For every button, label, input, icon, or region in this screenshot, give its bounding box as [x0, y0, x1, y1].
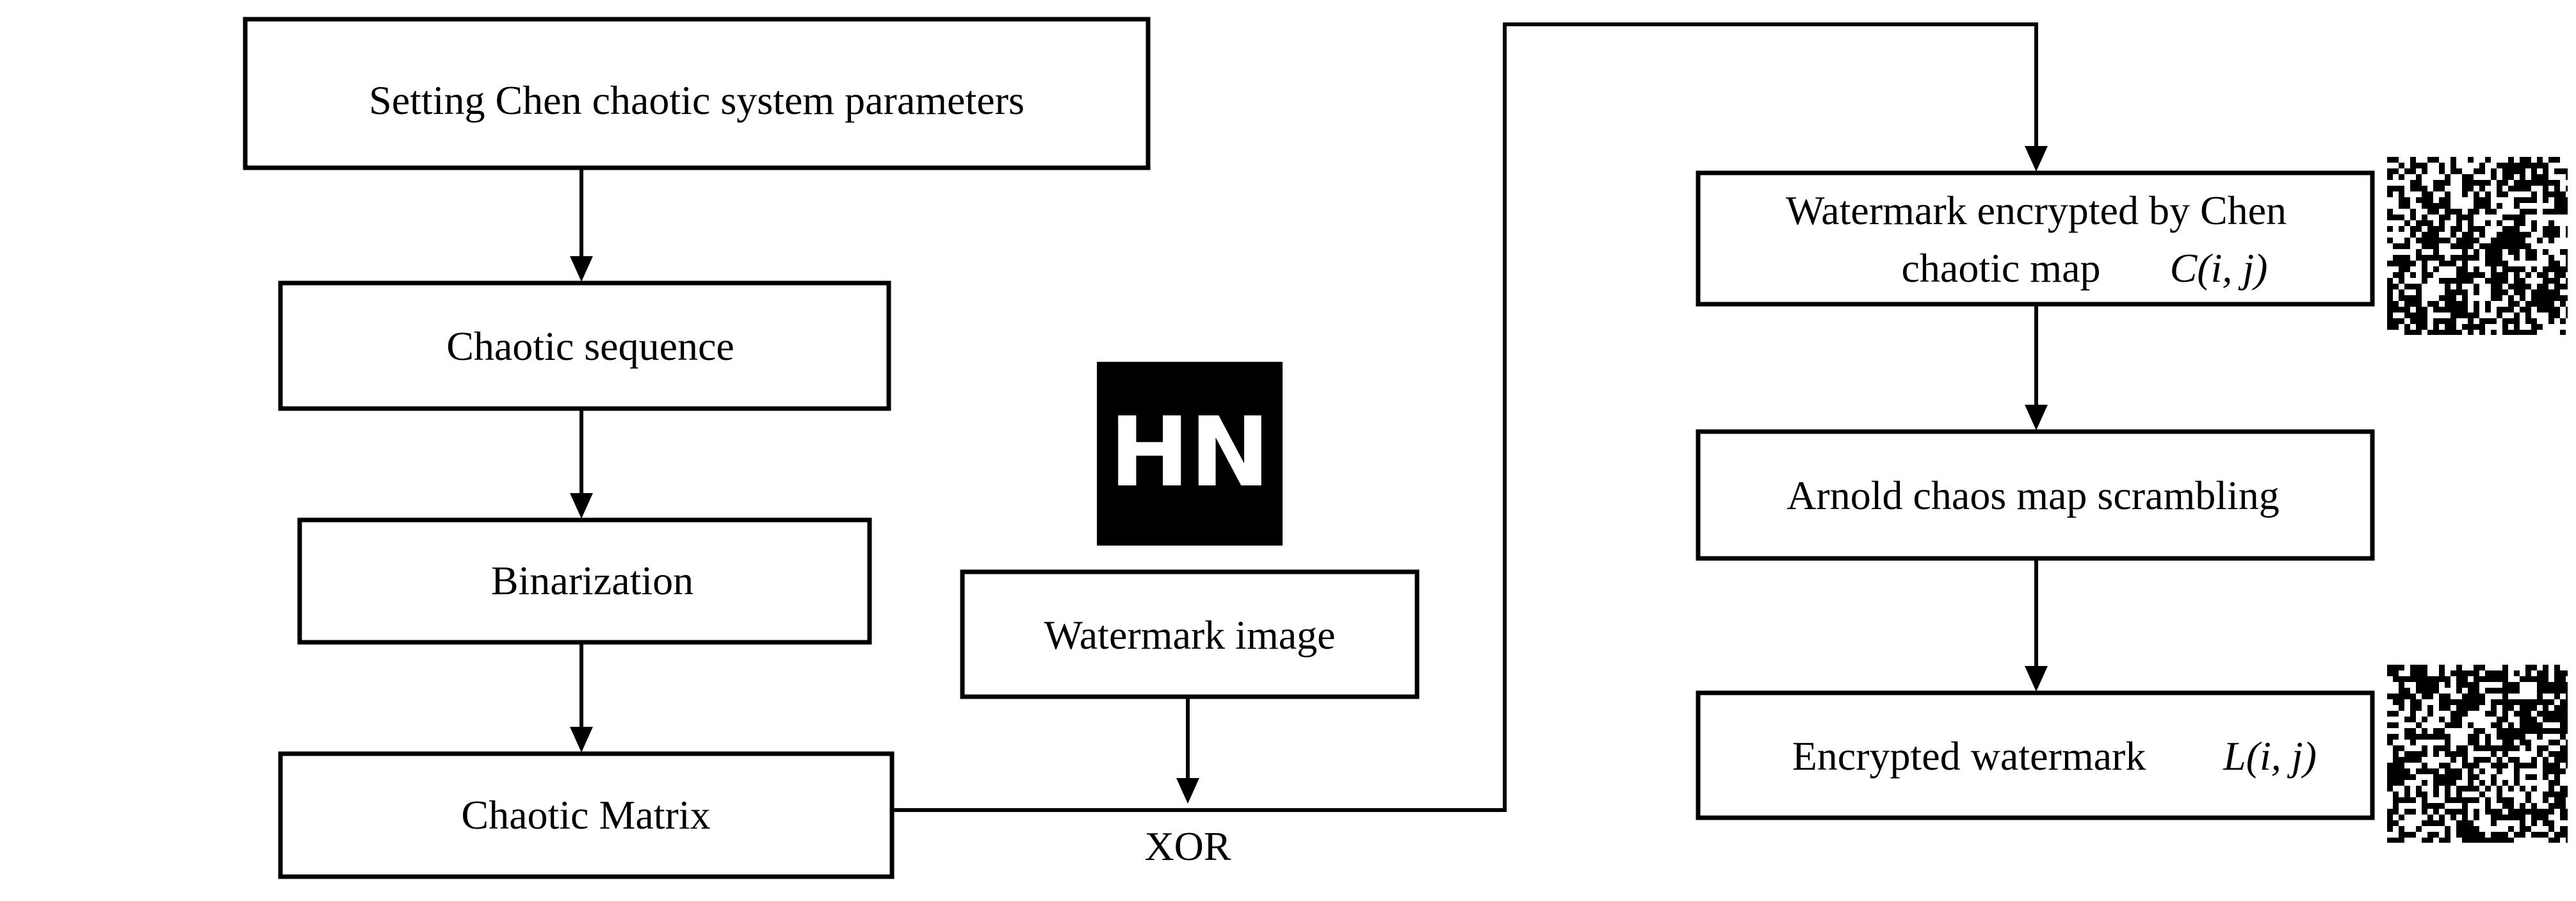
- box-watermark-image-label: Watermark image: [1044, 612, 1335, 658]
- box-binarization: Binarization: [297, 517, 872, 645]
- box-chen-encryption-symbol: C(i, j): [2170, 245, 2268, 291]
- box-chaotic-sequence-label: Chaotic sequence: [446, 323, 734, 369]
- box-watermark-image: Watermark image: [960, 569, 1420, 699]
- box-chaotic-sequence: Chaotic sequence: [278, 280, 891, 411]
- box-arnold-scrambling-label: Arnold chaos map scrambling: [1786, 473, 2280, 518]
- arrowhead-xor: [1176, 778, 1199, 804]
- box-encrypted-watermark: Encrypted watermark L(i, j): [1696, 690, 2375, 820]
- box-encrypted-watermark-label: Encrypted watermark: [1792, 733, 2146, 779]
- arrowhead-encryption: [2025, 146, 2048, 172]
- box-setting-parameters: Setting Chen chaotic system parameters: [243, 17, 1151, 170]
- arrowhead-arnold: [2025, 405, 2048, 430]
- box-arnold-scrambling: Arnold chaos map scrambling: [1696, 429, 2375, 561]
- box-chen-encryption-line2: chaotic map: [1902, 245, 2101, 291]
- watermark-image-text: HN: [1109, 397, 1270, 508]
- box-chaotic-matrix: Chaotic Matrix: [278, 751, 895, 879]
- arrowhead-final: [2025, 666, 2048, 692]
- arrowhead-binarization: [570, 493, 593, 519]
- encrypted-noise-image-1: [2387, 157, 2572, 336]
- box-binarization-label: Binarization: [491, 558, 693, 603]
- line-xor-to-encryption: [892, 22, 2038, 812]
- box-chen-encryption-line1: Watermark encrypted by Chen: [1786, 188, 2287, 233]
- xor-label: XOR: [1144, 824, 1231, 869]
- box-encrypted-watermark-symbol: L(i, j): [2223, 733, 2317, 779]
- arrowhead-sequence: [570, 256, 593, 282]
- box-chaotic-matrix-label: Chaotic Matrix: [461, 792, 710, 838]
- watermark-image-thumbnail: HN: [1097, 362, 1283, 546]
- connectors: [570, 22, 2048, 812]
- encrypted-noise-image-2: [2387, 665, 2572, 843]
- box-setting-parameters-label: Setting Chen chaotic system parameters: [369, 77, 1025, 123]
- box-chen-encryption: Watermark encrypted by Chen chaotic map …: [1696, 170, 2375, 307]
- arrowhead-matrix: [570, 727, 593, 752]
